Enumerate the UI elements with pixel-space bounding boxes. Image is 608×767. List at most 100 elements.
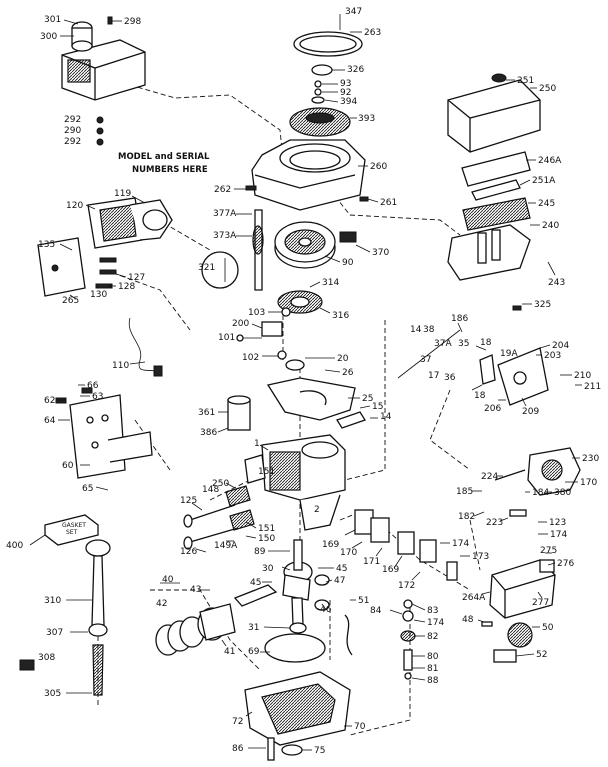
part-label: 394 (340, 97, 357, 107)
part-label: 25 (362, 394, 373, 404)
part-label: 47 (334, 576, 345, 586)
filter-elements (461, 151, 531, 231)
part-label: 305 (44, 689, 61, 699)
part-label: 62 (44, 396, 55, 406)
part-label: 171 (363, 557, 380, 567)
part-label: 314 (322, 278, 339, 288)
part-label: 174 (452, 539, 469, 549)
part-label: 135 (38, 240, 55, 250)
part-label: 48 (462, 615, 474, 625)
part-label: 292 (64, 137, 81, 147)
blower-housing (245, 139, 369, 211)
part-label: 60 (62, 461, 74, 471)
intake-gaskets (354, 509, 458, 581)
part-label: 126 (180, 547, 197, 557)
gasket-set-label-2: SET (66, 529, 78, 536)
part-label: 174 (427, 618, 444, 628)
part-label: 393 (358, 114, 375, 124)
connecting-rod (233, 574, 330, 611)
part-label: 45 (336, 564, 347, 574)
part-label: 245 (538, 199, 555, 209)
part-label: 46 (320, 605, 332, 615)
part-label: 347 (345, 7, 362, 17)
part-label: 210 (574, 371, 591, 381)
part-label: 63 (92, 392, 103, 402)
gasket-set-box: GASKET SET (44, 514, 99, 546)
solenoid-386 (227, 395, 251, 431)
part-label: 211 (584, 382, 601, 392)
part-label: 26 (342, 368, 354, 378)
part-label: 230 (582, 454, 599, 464)
part-label: 148 (202, 485, 219, 495)
part-label: 307 (46, 628, 63, 638)
part-label: 18 (480, 338, 492, 348)
part-label: 169 (322, 540, 339, 550)
part-label: 102 (242, 353, 259, 363)
part-label: 50 (542, 623, 554, 633)
part-label: 127 (128, 273, 145, 283)
part-label: 150 (258, 534, 275, 544)
ignition-coil-bracket (252, 209, 264, 291)
part-label: 84 (370, 606, 382, 616)
part-label: 223 (486, 518, 503, 528)
part-label: 246A (538, 156, 562, 166)
part-label: 37A (434, 339, 452, 349)
part-label: 251A (532, 176, 556, 186)
part-label: 70 (354, 722, 366, 732)
magneto-plate-316 (277, 290, 323, 314)
part-label: 264A (462, 593, 486, 603)
model-serial-note: MODEL and SERIAL NUMBERS HERE (118, 152, 210, 175)
part-label: 1 (254, 439, 260, 449)
part-label: 81 (427, 664, 438, 674)
part-label: 275 (540, 546, 557, 556)
part-label: 170 (580, 478, 597, 488)
part-label: 292 (64, 115, 81, 125)
part-label: 19A (500, 349, 518, 359)
part-label: 45 (250, 578, 261, 588)
part-label: 128 (118, 282, 135, 292)
part-label: 125 (180, 496, 197, 506)
part-label: 370 (372, 248, 389, 258)
part-label: 93 (340, 79, 351, 89)
governor-linkage (236, 307, 291, 360)
part-label: 224 (481, 472, 498, 482)
part-label: 20 (337, 354, 349, 364)
part-label: 301 (44, 15, 61, 25)
part-label: 310 (44, 596, 61, 606)
part-label: 276 (557, 559, 574, 569)
part-label: 250 (539, 84, 556, 94)
part-label: 173 (472, 552, 489, 562)
dipstick-tube (19, 539, 111, 696)
carburetor (494, 447, 581, 517)
part-label: 37 (420, 355, 431, 365)
part-label: 260 (370, 162, 387, 172)
part-label: 380 (554, 488, 571, 498)
detail-circle-321 (201, 251, 239, 289)
part-label: 386 (200, 428, 217, 438)
part-label: 72 (232, 717, 243, 727)
part-label: 35 (458, 339, 469, 349)
part-label: 243 (548, 278, 565, 288)
rotating-screen (289, 14, 363, 137)
part-label: 14 (410, 325, 422, 335)
part-label: 31 (248, 623, 259, 633)
part-label: 82 (427, 632, 438, 642)
part-label: 83 (427, 606, 438, 616)
part-label: 250 (212, 479, 229, 489)
part-label: 172 (398, 581, 415, 591)
part-label: 103 (248, 308, 265, 318)
part-label: 86 (232, 744, 244, 754)
part-label: 36 (444, 373, 456, 383)
part-label: 174 (550, 530, 567, 540)
air-cleaner-housing (61, 21, 146, 101)
part-label: 400 (6, 541, 23, 551)
part-label: 38 (423, 325, 435, 335)
part-label: 90 (342, 258, 354, 268)
part-label: 119 (114, 189, 131, 199)
part-label: 377A (213, 209, 237, 219)
part-label: 182 (458, 512, 475, 522)
air-vane (266, 359, 366, 429)
piston-rings (155, 603, 236, 656)
flywheel (274, 221, 357, 269)
